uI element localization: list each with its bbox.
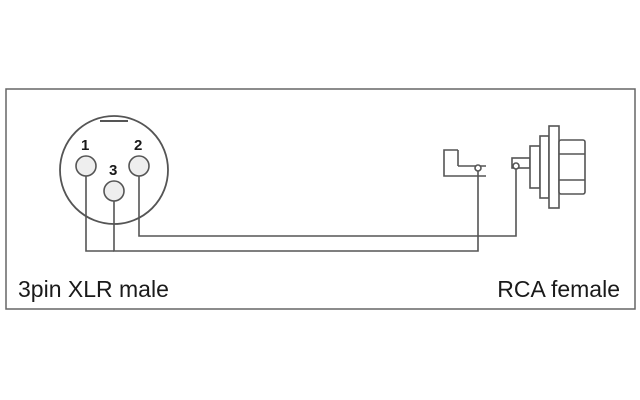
wire-pin2-signal — [138, 166, 517, 237]
xlr-pin-1-label: 1 — [81, 137, 89, 154]
rca-caption: RCA female — [497, 276, 620, 302]
wire-pin1-ground — [85, 176, 114, 252]
rca-ground-solder-point — [474, 164, 482, 172]
rca-flange-2 — [539, 135, 550, 199]
diagram-border — [5, 88, 636, 310]
xlr-pin-1 — [75, 155, 97, 177]
rca-flange-1 — [529, 145, 541, 189]
xlr-pin-2 — [128, 155, 150, 177]
xlr-pin-2-label: 2 — [134, 137, 142, 154]
xlr-pin-3-label: 3 — [109, 162, 117, 179]
rca-ground-lug — [443, 149, 486, 177]
wires — [85, 166, 517, 252]
rca-center-solder-point — [512, 162, 520, 170]
rca-socket-body — [558, 139, 586, 195]
xlr-pin-3 — [103, 180, 125, 202]
xlr-caption: 3pin XLR male — [18, 276, 169, 302]
rca-female-connector — [443, 125, 586, 209]
wire-pin3-ground — [113, 168, 479, 252]
rca-flange-3 — [548, 125, 560, 209]
